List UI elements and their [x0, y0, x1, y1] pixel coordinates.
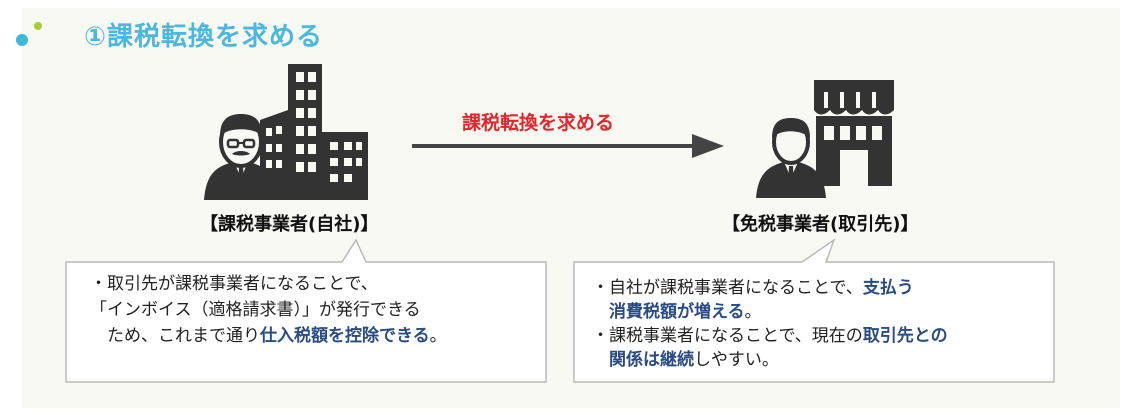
- page-title: ①課税転換を求める: [84, 22, 324, 52]
- arrow-label: 課税転換を求める: [462, 112, 615, 134]
- left-note-line-3: ため、これまで通り仕入税額を控除できる。: [90, 326, 447, 346]
- right-arrow-icon: [412, 134, 724, 158]
- right-note-line-3: ・課税事業者になることで、現在の取引先との: [592, 326, 948, 346]
- right-note-line-4: 関係は継続しやすい。: [609, 350, 779, 370]
- right-note-line-2: 消費税額が増える。: [609, 302, 762, 322]
- person-with-shop-icon: [756, 80, 894, 198]
- left-party-label: 【課税事業者(自社)】: [200, 214, 379, 235]
- left-speech-bubble: [65, 238, 547, 383]
- right-party-label: 【免税事業者(取引先)】: [722, 214, 919, 235]
- title-dot-blue: [16, 34, 28, 46]
- left-note-line-1: ・取引先が課税事業者になることで、: [90, 274, 378, 294]
- left-emphasis: 仕入税額を控除できる: [260, 326, 430, 346]
- businessman-with-building-icon: [204, 64, 368, 200]
- right-speech-bubble: [573, 238, 1055, 383]
- left-note-line-2: 「インボイス（適格請求書）」が発行できる: [90, 300, 421, 320]
- right-note-line-1: ・自社が課税事業者になることで、支払う: [592, 278, 914, 298]
- title-dot-green: [34, 22, 42, 30]
